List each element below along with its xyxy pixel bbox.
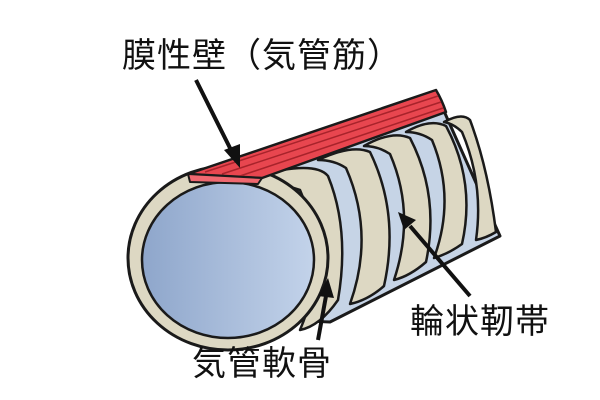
arrow-tracheal-cartilage-line: [316, 295, 328, 341]
arrow-annular-ligament-head: [398, 212, 416, 230]
trachea-tube: [126, 88, 502, 352]
label-tracheal-cartilage: 気管軟骨: [192, 344, 332, 384]
muscle-fiber-line: [204, 95, 444, 177]
cartilage-ring-3: [362, 134, 432, 282]
arrow-annular-ligament-line: [408, 224, 472, 298]
cartilage-ring-4: [404, 121, 468, 260]
label-membranous-wall: 膜性壁（気管筋）: [122, 36, 402, 76]
muscle-cut-face: [187, 173, 263, 185]
leader-arrows: [194, 79, 472, 341]
label-annular-ligament: 輪状靭帯: [410, 302, 550, 342]
arrow-membranous-wall-head: [224, 144, 240, 168]
cartilage-ring-2: [316, 148, 391, 306]
cartilage-ring-5: [442, 115, 498, 242]
tracheal-lumen: [140, 180, 316, 340]
arrow-membranous-wall-line: [194, 79, 234, 153]
arrow-tracheal-cartilage-head: [318, 278, 334, 298]
